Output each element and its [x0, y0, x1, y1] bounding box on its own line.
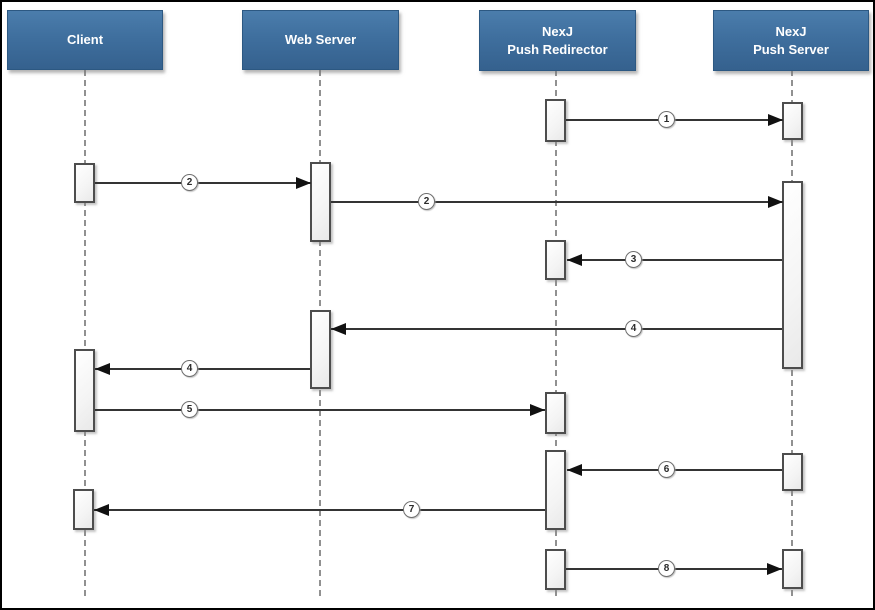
actor-box-client: Client	[7, 10, 163, 70]
message-3-push-server-to-push-redirector-line	[567, 259, 782, 261]
activation-push-redirector	[545, 392, 566, 434]
arrowhead-icon	[94, 504, 109, 516]
activation-push-redirector	[545, 549, 566, 590]
arrowhead-icon	[530, 404, 545, 416]
message-2-client-to-web-server-line	[95, 182, 311, 184]
message-2-web-server-to-push-server-line	[331, 201, 783, 203]
message-7-push-redirector-to-client-line	[94, 509, 545, 511]
activation-client	[73, 489, 94, 530]
activation-push-server	[782, 453, 803, 491]
actor-label-line: Push Server	[753, 41, 829, 57]
activation-push-server	[782, 549, 803, 589]
activation-push-redirector	[545, 99, 566, 142]
activation-push-redirector	[545, 240, 566, 280]
activation-client	[74, 163, 95, 203]
message-number-badge: 5	[181, 401, 198, 418]
lifeline-client	[84, 70, 86, 600]
message-number-badge: 3	[625, 251, 642, 268]
message-4-web-server-to-client-line	[95, 368, 310, 370]
actor-box-push-server: NexJ Push Server	[713, 10, 869, 71]
actor-box-push-redirector: NexJ Push Redirector	[479, 10, 636, 71]
actor-label-line: Client	[66, 32, 104, 47]
activation-push-server	[782, 181, 803, 369]
arrowhead-icon	[567, 464, 582, 476]
message-number-badge: 4	[625, 320, 642, 337]
arrowhead-icon	[767, 563, 782, 575]
activation-push-server	[782, 102, 803, 140]
activation-push-redirector	[545, 450, 566, 530]
message-4-push-server-to-web-server-line	[331, 328, 782, 330]
message-number-badge: 6	[658, 461, 675, 478]
arrowhead-icon	[296, 177, 311, 189]
arrowhead-icon	[95, 363, 110, 375]
activation-web-server	[310, 310, 331, 389]
message-number-badge: 7	[403, 501, 420, 518]
lifeline-push-redirector	[555, 70, 557, 600]
message-number-badge: 8	[658, 560, 675, 577]
actor-label-line: NexJ	[541, 23, 574, 39]
actor-label-line: Web Server	[284, 32, 357, 47]
activation-web-server	[310, 162, 331, 242]
actor-label-line: NexJ	[775, 23, 807, 39]
message-number-badge: 2	[418, 193, 435, 210]
actor-box-web-server: Web Server	[242, 10, 399, 70]
activation-client	[74, 349, 95, 432]
message-5-client-to-push-redirector-line	[95, 409, 545, 411]
arrowhead-icon	[768, 196, 783, 208]
actor-label-line: Push Redirector	[507, 41, 608, 57]
message-number-badge: 2	[181, 174, 198, 191]
arrowhead-icon	[768, 114, 783, 126]
message-number-badge: 1	[658, 111, 675, 128]
message-number-badge: 4	[181, 360, 198, 377]
arrowhead-icon	[331, 323, 346, 335]
arrowhead-icon	[567, 254, 582, 266]
